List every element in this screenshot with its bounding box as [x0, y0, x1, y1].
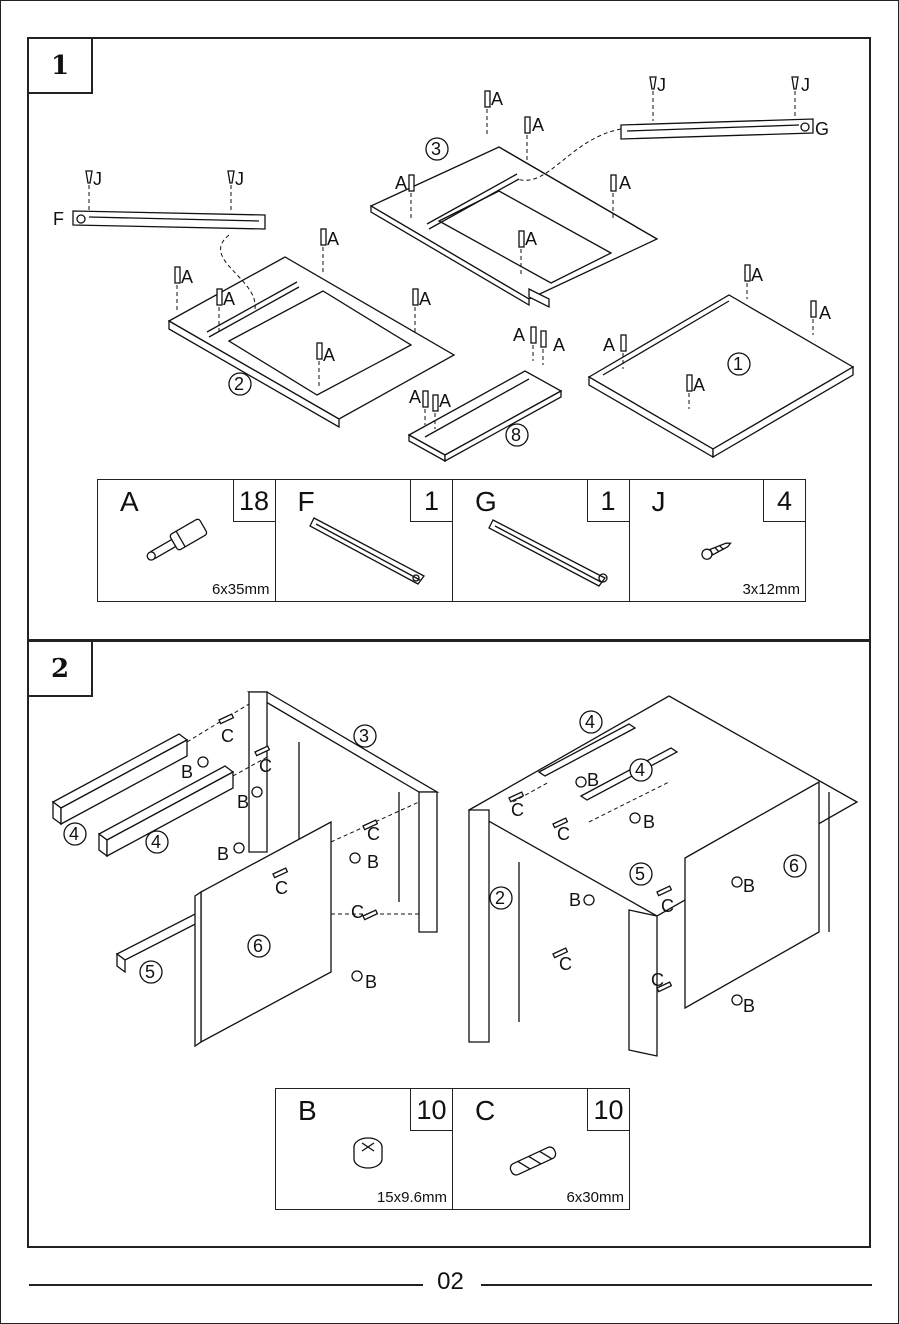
svg-text:5: 5 — [635, 864, 645, 884]
step-2-parts-table: B 10 15x9.6mm C 10 — [275, 1088, 630, 1210]
svg-text:6: 6 — [253, 936, 263, 956]
svg-text:B: B — [743, 996, 755, 1016]
exploded-assembly — [53, 692, 437, 1046]
part-cell-b: B 10 15x9.6mm — [276, 1089, 453, 1209]
svg-text:A: A — [491, 89, 503, 109]
svg-text:4: 4 — [151, 832, 161, 852]
svg-text:B: B — [181, 762, 193, 782]
runner-g — [621, 119, 813, 139]
svg-text:A: A — [327, 229, 339, 249]
svg-text:B: B — [237, 792, 249, 812]
panel-3-frame — [371, 147, 657, 307]
svg-text:A: A — [223, 289, 235, 309]
part-cell-f: F 1 — [276, 480, 454, 601]
svg-text:4: 4 — [585, 712, 595, 732]
svg-text:5: 5 — [145, 962, 155, 982]
svg-text:3: 3 — [431, 139, 441, 159]
svg-text:2: 2 — [234, 374, 244, 394]
svg-text:B: B — [367, 852, 379, 872]
svg-text:A: A — [819, 303, 831, 323]
svg-text:A: A — [181, 267, 193, 287]
part-cell-c: C 10 6x30mm — [453, 1089, 629, 1209]
svg-text:B: B — [743, 876, 755, 896]
svg-text:8: 8 — [511, 425, 521, 445]
svg-text:C: C — [557, 824, 570, 844]
svg-text:J: J — [801, 75, 810, 95]
part-cell-j: J 4 3x12mm — [630, 480, 806, 601]
svg-text:A: A — [553, 335, 565, 355]
svg-text:A: A — [513, 325, 525, 345]
svg-text:C: C — [367, 824, 380, 844]
svg-text:A: A — [419, 289, 431, 309]
part-size: 3x12mm — [742, 581, 800, 598]
svg-text:J: J — [93, 169, 102, 189]
drawer-runner-icon — [276, 480, 454, 603]
step-1-parts-table: A 18 6x35mm F 1 — [97, 479, 806, 602]
step-2-panel: 2 — [27, 640, 871, 1248]
svg-text:2: 2 — [495, 888, 505, 908]
part-cell-g: G 1 — [453, 480, 630, 601]
svg-text:A: A — [619, 173, 631, 193]
svg-text:4: 4 — [635, 760, 645, 780]
page-footer: 02 — [29, 1266, 872, 1302]
drawer-runner-icon — [453, 480, 630, 603]
part-size: 15x9.6mm — [377, 1189, 447, 1206]
svg-text:A: A — [439, 391, 451, 411]
svg-text:A: A — [525, 229, 537, 249]
svg-text:B: B — [587, 770, 599, 790]
svg-text:A: A — [395, 173, 407, 193]
svg-text:A: A — [693, 375, 705, 395]
svg-text:C: C — [661, 896, 674, 916]
panel-8-board — [409, 371, 561, 461]
svg-text:6: 6 — [789, 856, 799, 876]
svg-text:G: G — [815, 119, 829, 139]
step-1-panel: 1 — [27, 37, 871, 641]
svg-text:A: A — [751, 265, 763, 285]
svg-text:C: C — [275, 878, 288, 898]
svg-text:A: A — [603, 335, 615, 355]
svg-text:C: C — [511, 800, 524, 820]
svg-text:B: B — [569, 890, 581, 910]
part-cell-a: A 18 6x35mm — [98, 480, 276, 601]
svg-text:A: A — [409, 387, 421, 407]
page-number: 02 — [29, 1268, 872, 1296]
svg-text:B: B — [217, 844, 229, 864]
svg-text:C: C — [259, 756, 272, 776]
svg-text:4: 4 — [69, 824, 79, 844]
runner-f — [73, 211, 265, 229]
svg-text:A: A — [532, 115, 544, 135]
svg-text:C: C — [559, 954, 572, 974]
svg-text:C: C — [351, 902, 364, 922]
svg-text:C: C — [651, 970, 664, 990]
svg-text:A: A — [323, 345, 335, 365]
svg-text:J: J — [657, 75, 666, 95]
svg-text:B: B — [365, 972, 377, 992]
part-size: 6x35mm — [212, 581, 270, 598]
svg-text:C: C — [221, 726, 234, 746]
part-size: 6x30mm — [566, 1189, 624, 1206]
svg-text:F: F — [53, 209, 64, 229]
svg-text:J: J — [235, 169, 244, 189]
svg-text:1: 1 — [733, 354, 743, 374]
svg-text:B: B — [643, 812, 655, 832]
svg-text:3: 3 — [359, 726, 369, 746]
